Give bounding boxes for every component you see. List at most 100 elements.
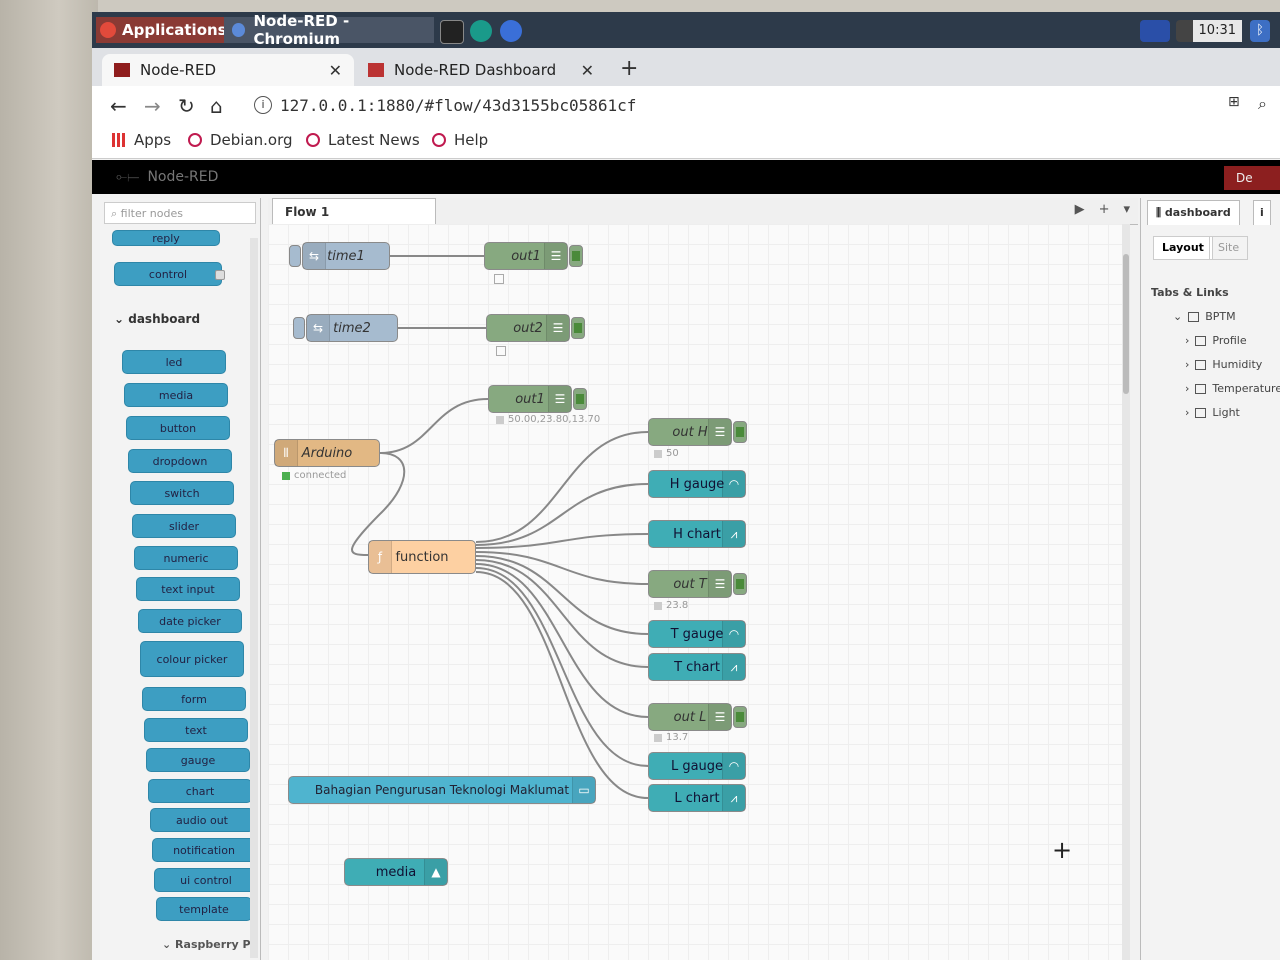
node-ui-h-gauge[interactable]: H gauge ◠ bbox=[648, 470, 746, 498]
forward-icon[interactable]: → bbox=[144, 94, 161, 118]
taskbar-window-button[interactable]: Node-RED - Chromium bbox=[224, 12, 434, 48]
close-icon[interactable]: ✕ bbox=[328, 60, 342, 80]
tab-node-red[interactable]: Node-RED ✕ bbox=[102, 54, 354, 86]
palette-node-gauge[interactable]: gauge bbox=[146, 748, 250, 772]
palette-node-button[interactable]: button bbox=[126, 416, 230, 440]
debug-toggle[interactable] bbox=[573, 388, 587, 410]
node-debug-out1[interactable]: out1 ☰ bbox=[484, 242, 583, 270]
palette-node-reply[interactable]: reply bbox=[112, 230, 220, 246]
node-label: out1 bbox=[511, 248, 541, 264]
bookmark-apps[interactable]: Apps bbox=[112, 131, 171, 149]
node-debug-out-h[interactable]: out H ☰ bbox=[648, 418, 747, 446]
chromium-launcher-icon[interactable] bbox=[500, 20, 522, 42]
palette-category-raspberry-pi[interactable]: ⌄ Raspberry Pi bbox=[162, 938, 255, 951]
node-serial-arduino[interactable]: ⫴ Arduino bbox=[274, 439, 380, 467]
flow-menu-icon[interactable]: ▾ bbox=[1123, 202, 1130, 217]
tab-site[interactable]: Site bbox=[1209, 236, 1249, 260]
bookmark-latest-news[interactable]: Latest News bbox=[306, 131, 420, 149]
node-ui-media[interactable]: media ▲ bbox=[344, 858, 448, 886]
translate-icon[interactable]: ⊞ bbox=[1228, 94, 1240, 110]
info-icon[interactable]: i bbox=[254, 96, 272, 114]
address-bar[interactable]: i 127.0.0.1:1880/#flow/43d3155bc05861cf bbox=[244, 91, 1204, 119]
debug-toggle[interactable] bbox=[733, 573, 747, 595]
home-icon[interactable]: ⌂ bbox=[210, 94, 223, 118]
tab-flow-1[interactable]: Flow 1 bbox=[272, 198, 436, 224]
tree-item-light[interactable]: ›Light bbox=[1185, 406, 1240, 419]
node-ui-l-gauge[interactable]: L gauge ◠ bbox=[648, 752, 746, 780]
node-ui-t-chart[interactable]: T chart ⩘ bbox=[648, 653, 746, 681]
palette-node-chart[interactable]: chart bbox=[148, 779, 252, 803]
tab-layout[interactable]: Layout bbox=[1153, 236, 1213, 260]
debug-toggle[interactable] bbox=[733, 421, 747, 443]
palette-node-led[interactable]: led bbox=[122, 350, 226, 374]
palette-node-control[interactable]: control bbox=[114, 262, 225, 286]
palette-node-ui-control[interactable]: ui control bbox=[154, 868, 258, 892]
node-label: H chart bbox=[673, 526, 721, 542]
palette-node-label: media bbox=[158, 388, 194, 402]
node-status bbox=[494, 274, 504, 284]
filter-nodes-input[interactable]: ⌕ filter nodes bbox=[104, 202, 256, 224]
tab-node-red-dashboard[interactable]: Node-RED Dashboard ✕ bbox=[356, 54, 606, 86]
inject-button[interactable] bbox=[289, 245, 301, 267]
palette-node-text-input[interactable]: text input bbox=[136, 577, 240, 601]
inject-button[interactable] bbox=[293, 317, 305, 339]
node-status: connected bbox=[282, 470, 346, 481]
palette-node-colour-picker[interactable]: colour picker bbox=[140, 641, 244, 677]
chevron-right-icon: › bbox=[1185, 334, 1190, 347]
tree-item-bptm[interactable]: ⌄BPTM bbox=[1173, 310, 1236, 323]
palette-node-switch[interactable]: switch bbox=[130, 481, 234, 505]
reload-icon[interactable]: ↻ bbox=[178, 94, 195, 118]
palette-node-dropdown[interactable]: dropdown bbox=[128, 449, 232, 473]
network-icon[interactable] bbox=[1140, 20, 1170, 42]
node-ui-h-chart[interactable]: H chart ⩘ bbox=[648, 520, 746, 548]
palette-node-text[interactable]: text bbox=[144, 718, 248, 742]
tree-item-temperature[interactable]: ›Temperature bbox=[1185, 382, 1280, 395]
deploy-button[interactable]: De bbox=[1224, 166, 1280, 190]
debug-toggle[interactable] bbox=[733, 706, 747, 728]
back-icon[interactable]: ← bbox=[110, 94, 127, 118]
node-ui-l-chart[interactable]: L chart ⩘ bbox=[648, 784, 746, 812]
tree-label: Temperature bbox=[1212, 382, 1280, 395]
scroll-right-icon[interactable]: ▶ bbox=[1074, 202, 1085, 217]
terminal-icon[interactable] bbox=[440, 20, 464, 44]
node-inject-time1[interactable]: ⇆ time1 bbox=[289, 242, 390, 270]
node-debug-out-l[interactable]: out L ☰ bbox=[648, 703, 747, 731]
palette-node-label: led bbox=[165, 355, 183, 369]
palette-node-template[interactable]: template bbox=[156, 897, 252, 921]
palette-scrollbar[interactable] bbox=[250, 238, 258, 958]
palette-node-media[interactable]: media bbox=[124, 383, 228, 407]
applications-menu[interactable]: Applications bbox=[96, 17, 237, 43]
node-label: out L bbox=[673, 709, 707, 725]
debug-toggle[interactable] bbox=[571, 317, 585, 339]
sidebar-tab-dashboard[interactable]: ⫼ dashboard bbox=[1147, 200, 1240, 225]
zoom-icon[interactable]: ⌕ bbox=[1258, 94, 1267, 113]
node-debug-out-t[interactable]: out T ☰ bbox=[648, 570, 747, 598]
node-ui-t-gauge[interactable]: T gauge ◠ bbox=[648, 620, 746, 648]
node-label: T chart bbox=[674, 659, 720, 675]
node-debug-out2[interactable]: out2 ☰ bbox=[486, 314, 585, 342]
node-debug-out1-data[interactable]: out1 ☰ bbox=[488, 385, 587, 413]
add-flow-icon[interactable]: + bbox=[1098, 202, 1110, 217]
bookmark-debian[interactable]: Debian.org bbox=[188, 131, 293, 149]
palette-node-notification[interactable]: notification bbox=[152, 838, 256, 862]
tree-item-profile[interactable]: ›Profile bbox=[1185, 334, 1247, 347]
sidebar-tab-info[interactable]: i bbox=[1253, 200, 1271, 225]
palette-category-dashboard[interactable]: ⌄ dashboard bbox=[114, 312, 201, 326]
bookmark-help[interactable]: Help bbox=[432, 131, 488, 149]
workspace-scrollbar[interactable] bbox=[1122, 224, 1130, 960]
arduino-icon[interactable] bbox=[470, 20, 492, 42]
palette-node-numeric[interactable]: numeric bbox=[134, 546, 238, 570]
debug-toggle[interactable] bbox=[569, 245, 583, 267]
bluetooth-icon[interactable]: ᛒ bbox=[1250, 20, 1270, 42]
palette-node-date-picker[interactable]: date picker bbox=[138, 609, 242, 633]
new-tab-button[interactable]: + bbox=[620, 56, 639, 81]
node-ui-text-comment[interactable]: Bahagian Pengurusan Teknologi Maklumat ▭ bbox=[288, 776, 596, 804]
close-icon[interactable]: ✕ bbox=[580, 60, 594, 80]
palette-node-audio-out[interactable]: audio out bbox=[150, 808, 254, 832]
node-function[interactable]: ƒ function bbox=[368, 540, 476, 574]
palette-node-slider[interactable]: slider bbox=[132, 514, 236, 538]
node-inject-time2[interactable]: ⇆ time2 bbox=[293, 314, 398, 342]
debug-list-icon: ☰ bbox=[546, 315, 569, 341]
palette-node-form[interactable]: form bbox=[142, 687, 246, 711]
tree-item-humidity[interactable]: ›Humidity bbox=[1185, 358, 1262, 371]
